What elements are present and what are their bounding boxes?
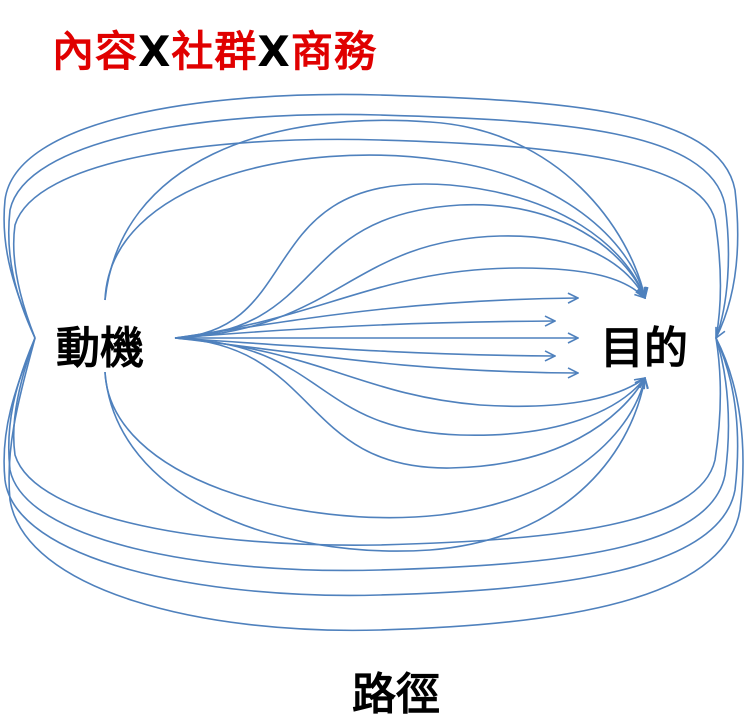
motive-label: 動機: [56, 323, 144, 374]
path-arc-up-2: [104, 119, 645, 301]
path-lower-1: [174, 337, 645, 408]
path-short-4: [174, 337, 555, 356]
path-outer-top-2: [7, 113, 730, 339]
path-outer-bottom-3: [12, 337, 722, 547]
path-upper-4: [174, 183, 645, 339]
path-label: 路徑: [352, 669, 440, 720]
title-part-x1: X: [138, 27, 172, 76]
title-part-x2: X: [257, 27, 291, 76]
path-short-2: [174, 321, 555, 339]
path-arc-down-2: [104, 371, 645, 552]
path-outer-top-3: [12, 138, 722, 339]
title-part-content: 內容: [52, 27, 139, 76]
path-outer-top-1: [3, 93, 739, 338]
path-arc-down-1: [104, 371, 645, 519]
path-lower-3: [174, 337, 645, 469]
goal-label: 目的: [600, 323, 688, 374]
path-arc-up-1: [104, 154, 645, 301]
diagram-title: 內容X社群X商務: [52, 18, 377, 79]
path-upper-3: [174, 203, 645, 339]
title-part-commerce: 商務: [290, 27, 377, 76]
path-lower-2: [174, 337, 645, 436]
path-upper-2: [174, 235, 645, 339]
path-upper-1: [174, 267, 645, 339]
title-part-community: 社群: [171, 27, 258, 76]
path-outer-bottom-4: [8, 337, 744, 632]
path-outer-bottom-1: [3, 337, 739, 597]
